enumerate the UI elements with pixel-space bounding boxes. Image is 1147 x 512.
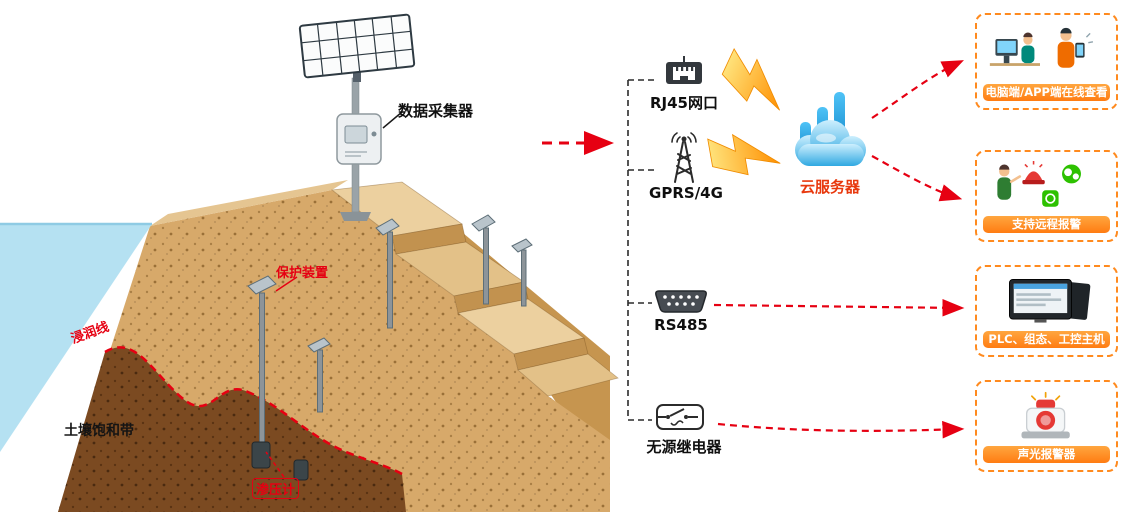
data-collector-label: 数据采集器	[398, 100, 473, 121]
rj45-label: RJ45网口	[640, 92, 728, 113]
antenna-tower-icon	[671, 132, 697, 183]
output-banner-online-view: 电脑端/APP端在线查看	[983, 83, 1110, 101]
output-banner-siren-text: 声光报警器	[1017, 446, 1076, 461]
piezometer-label: 渗压计	[252, 478, 300, 499]
data-collector-icon	[336, 113, 382, 165]
alarm-icons-icon	[997, 161, 1081, 208]
soil-zone-label-text: 土壤饱和带	[64, 423, 134, 439]
lightning-bolt-icon	[721, 47, 781, 111]
rs485-label: RS485	[648, 316, 714, 334]
piezometer-sensors	[251, 441, 309, 481]
cloud-server-label-text: 云服务器	[799, 178, 860, 196]
water	[0, 222, 152, 452]
output-box-siren: 声光报警器	[975, 380, 1118, 472]
collector-leader-line	[382, 111, 403, 129]
output-box-remote-alarm: 支持远程报警	[975, 150, 1118, 242]
arrow-relay-to-siren	[717, 420, 965, 439]
output-banner-online-view-text: 电脑端/APP端在线查看	[985, 84, 1108, 99]
data-collector-label-text: 数据采集器	[398, 102, 474, 120]
siren-icon	[1021, 392, 1070, 439]
remote-alarm-illustration	[983, 157, 1110, 216]
industrial-pc-illustration	[983, 272, 1110, 331]
output-banner-remote-alarm: 支持远程报警	[983, 215, 1110, 233]
saturated-soil-zone	[58, 347, 406, 512]
output-banner-plc: PLC、组态、工控主机	[983, 330, 1110, 348]
saturation-line	[104, 346, 403, 476]
dam-left-slope	[150, 180, 348, 226]
industrial-monitor-icon	[1009, 279, 1091, 323]
siren-illustration	[983, 387, 1110, 446]
relay-icon	[656, 404, 704, 430]
protection-device-label-text: 保护装置	[276, 266, 329, 281]
protection-device-label: 保护装置	[276, 262, 328, 281]
cloud-server-icon	[795, 92, 866, 166]
sensor-poles	[247, 214, 533, 454]
relay-label-text: 无源继电器	[646, 438, 722, 456]
dam-terraces	[330, 181, 619, 397]
piezometer-leader-line	[265, 451, 285, 478]
arrow-cloud-to-remote-alarm	[871, 155, 963, 202]
soil-zone-label: 土壤饱和带	[64, 420, 134, 440]
arrow-cloud-to-online-view	[871, 60, 964, 119]
output-box-plc: PLC、组态、工控主机	[975, 265, 1118, 357]
rj45-label-text: RJ45网口	[649, 94, 718, 112]
gprs-label: GPRS/4G	[640, 184, 732, 202]
rj45-port-icon	[666, 56, 702, 84]
output-banner-plc-text: PLC、组态、工控主机	[988, 331, 1105, 346]
output-banner-remote-alarm-text: 支持远程报警	[1012, 216, 1081, 231]
terrain-illustration	[0, 13, 619, 512]
monitoring-station	[298, 13, 416, 221]
people-computer-icon	[989, 27, 1094, 68]
output-box-online-view: 电脑端/APP端在线查看	[975, 13, 1118, 110]
cloud-server-label: 云服务器	[792, 176, 868, 197]
protection-leader-line	[275, 276, 298, 292]
serial-connector-icon	[655, 290, 707, 313]
solar-panel-icon	[298, 13, 416, 79]
arrow-rs485-to-plc	[713, 298, 965, 317]
rs485-label-text: RS485	[654, 316, 708, 334]
piezometer-label-text: 渗压计	[256, 483, 296, 498]
lightning-bolt-icon	[707, 133, 781, 176]
pc-app-illustration	[983, 20, 1110, 84]
interface-bus-lines	[627, 79, 656, 421]
gprs-label-text: GPRS/4G	[649, 184, 723, 202]
output-banner-siren: 声光报警器	[983, 445, 1110, 463]
relay-label: 无源继电器	[634, 436, 734, 457]
